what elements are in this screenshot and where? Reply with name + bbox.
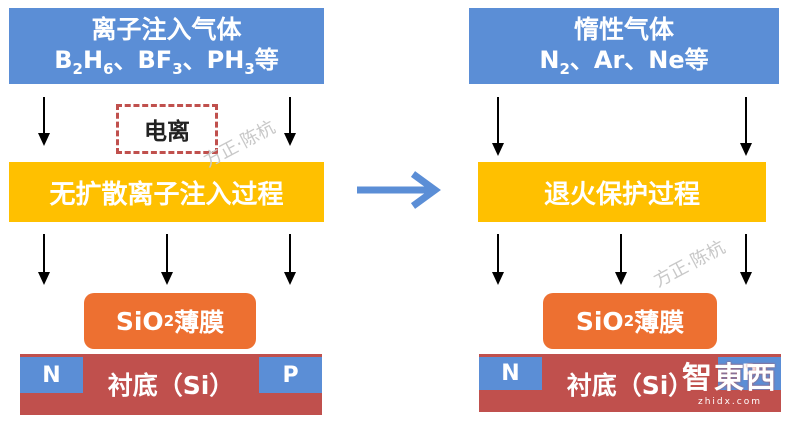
left-p-region: P xyxy=(259,357,322,393)
transition-arrow xyxy=(357,171,441,209)
left-arrow-top-1 xyxy=(38,97,50,146)
ionize-box: 电离 xyxy=(116,104,218,154)
left-arrow-bottom-2 xyxy=(161,234,173,285)
right-arrow-bottom-3 xyxy=(740,234,752,285)
right-n-region: N xyxy=(479,357,542,390)
left-n-region: N xyxy=(20,357,83,393)
right-gas-box: 惰性气体 N2、Ar、Ne等 xyxy=(469,8,779,84)
right-arrow-bottom-1 xyxy=(492,234,504,285)
right-process-box: 退火保护过程 xyxy=(478,162,766,222)
right-gas-formula: N2、Ar、Ne等 xyxy=(539,45,709,78)
right-arrow-top-2 xyxy=(740,97,752,156)
zhidx-logo: 智東西 zhidx.com xyxy=(682,361,778,407)
right-gas-title: 惰性气体 xyxy=(573,14,674,44)
left-arrow-bottom-1 xyxy=(38,234,50,285)
watermark-right: 方正·陈杭 xyxy=(650,236,729,292)
left-gas-box: 离子注入气体 B2H6、BF3、PH3等 xyxy=(9,8,324,84)
left-process-box: 无扩散离子注入过程 xyxy=(9,162,324,222)
right-p-region: P xyxy=(718,357,781,390)
left-arrow-top-2 xyxy=(284,97,296,146)
left-gas-title: 离子注入气体 xyxy=(91,14,242,44)
right-arrow-bottom-2 xyxy=(615,234,627,285)
left-arrow-bottom-3 xyxy=(284,234,296,285)
left-gas-formula: B2H6、BF3、PH3等 xyxy=(54,45,279,78)
right-arrow-top-1 xyxy=(492,97,504,156)
